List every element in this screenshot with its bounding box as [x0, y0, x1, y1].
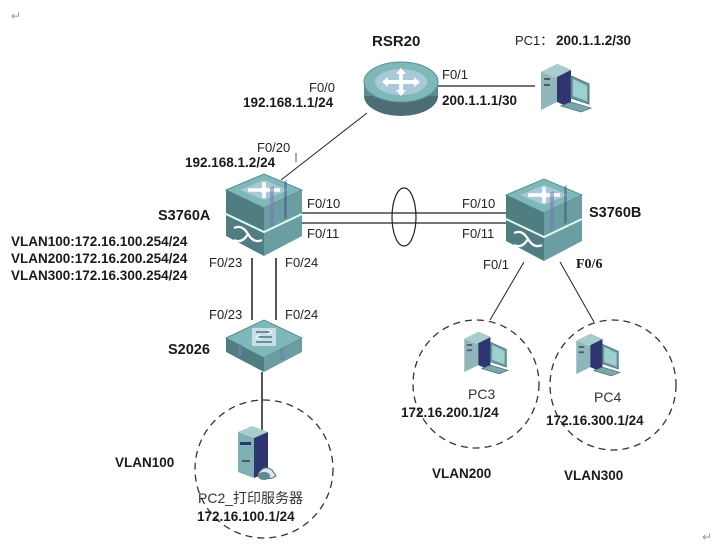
pc3-ip: 172.16.200.1/24 — [401, 405, 499, 420]
vlan300-circle — [549, 319, 677, 451]
vlan200-circle — [412, 319, 540, 449]
s3760b-switch-icon[interactable] — [502, 175, 586, 263]
pc2-server-icon[interactable] — [234, 422, 284, 482]
router-f01-port: F0/1 — [442, 67, 469, 82]
s2026-name: S2026 — [168, 342, 210, 358]
router-name: RSR20 — [372, 33, 421, 50]
router-f00-port: F0/0 — [309, 80, 336, 95]
s3760a-switch-icon[interactable] — [222, 170, 306, 258]
s3760a-name: S3760A — [158, 208, 211, 224]
pc4-name: PC4 — [594, 389, 622, 405]
link-b-pc4 — [559, 261, 595, 323]
s3760b-f010-port: F0/10 — [462, 196, 496, 211]
vlan100-circle — [194, 399, 334, 539]
pc1-name: PC1： — [515, 33, 554, 48]
s3760a-f023-port: F0/23 — [209, 255, 243, 270]
pc1-icon[interactable] — [535, 58, 599, 116]
router-icon[interactable] — [362, 56, 440, 120]
s2026-switch-icon[interactable] — [224, 318, 304, 374]
s3760b-f011-port: F0/11 — [462, 226, 495, 241]
vlan200-label: VLAN200 — [432, 466, 492, 481]
s2026-f023-port: F0/23 — [209, 307, 243, 322]
s3760a-f010-port: F0/10 — [307, 196, 341, 211]
svi-vlan100: VLAN100:172.16.100.254/24 — [11, 234, 188, 249]
router-f01-ip: 200.1.1.1/30 — [442, 93, 518, 108]
svi-vlan300: VLAN300:172.16.300.254/24 — [11, 268, 188, 283]
s3760a-f020-port: F0/20 — [257, 140, 291, 155]
svi-vlan200: VLAN200:172.16.200.254/24 — [11, 251, 188, 266]
paragraph-mark-top: ↵ — [11, 9, 22, 23]
s3760a-f024-port: F0/24 — [285, 255, 319, 270]
link-b-pc3 — [489, 261, 525, 321]
pc2-ip: 172.16.100.1/24 — [197, 509, 295, 524]
s3760b-f01-port: F0/1 — [483, 257, 510, 272]
s2026-f024-port: F0/24 — [285, 307, 319, 322]
pc3-name: PC3 — [468, 386, 496, 402]
pc2-name: PC2_打印服务器 — [198, 490, 304, 506]
pc3-icon[interactable] — [459, 325, 515, 379]
paragraph-mark-bottom: ↵ — [702, 530, 713, 544]
vlan100-label: VLAN100 — [115, 455, 175, 470]
router-f00-ip: 192.168.1.1/24 — [243, 95, 334, 110]
s3760b-f06-port: F0/6 — [576, 257, 603, 272]
link-router-s3760a — [280, 112, 368, 181]
s3760a-f011-port: F0/11 — [307, 226, 340, 241]
link-aggregation-ellipse — [391, 187, 417, 247]
vlan300-label: VLAN300 — [564, 468, 624, 483]
pc1-ip: 200.1.1.2/30 — [556, 33, 632, 48]
s3760a-f020-ip: 192.168.1.2/24 — [185, 155, 276, 170]
pc4-icon[interactable] — [571, 327, 627, 381]
s3760b-name: S3760B — [589, 205, 642, 221]
pc4-ip: 172.16.300.1/24 — [546, 413, 644, 428]
